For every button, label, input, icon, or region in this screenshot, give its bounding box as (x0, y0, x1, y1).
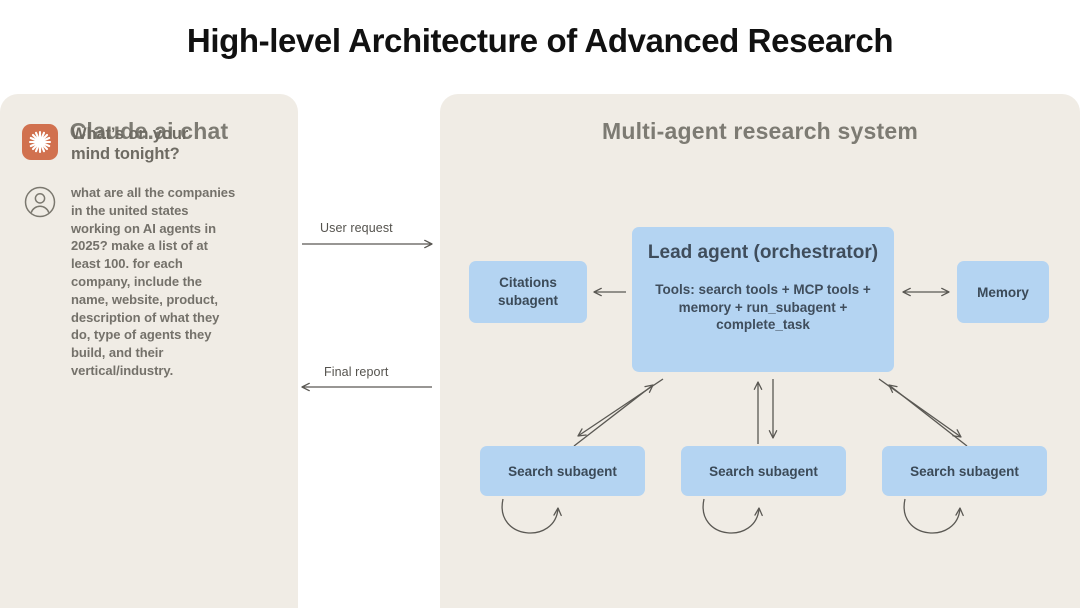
multi-agent-system-panel-heading: Multi-agent research system (601, 118, 918, 144)
claude-chat-panel-heading: Claude.ai chat (69, 118, 229, 144)
final-report-label: Final report (324, 365, 389, 379)
node-search-subagent-2[interactable]: Search subagent (882, 446, 1047, 496)
node-search-subagent-1[interactable]: Search subagent (681, 446, 846, 496)
assistant-message-text: What’s on your mind tonight? (71, 125, 189, 164)
claude-starburst-icon (22, 124, 58, 160)
node-citations-subagent[interactable]: Citations subagent (469, 261, 587, 323)
claude-chat-panel: Claude.ai chat (0, 94, 298, 608)
node-lead-agent[interactable]: Lead agent (orchestrator) Tools: search … (632, 227, 894, 372)
user-message-row: what are all the companies in the united… (22, 184, 236, 380)
user-message-text: what are all the companies in the united… (71, 185, 236, 378)
assistant-message-row: What’s on your mind tonight? (22, 124, 231, 164)
node-memory[interactable]: Memory (957, 261, 1049, 323)
user-request-label: User request (320, 221, 393, 235)
node-search-subagent-0[interactable]: Search subagent (480, 446, 645, 496)
page-title: High-level Architecture of Advanced Rese… (186, 22, 894, 59)
lead-agent-title: Lead agent (orchestrator) (647, 242, 879, 263)
user-avatar-icon (22, 184, 58, 220)
lead-agent-tools: Tools: search tools + MCP tools + memory… (655, 281, 871, 333)
